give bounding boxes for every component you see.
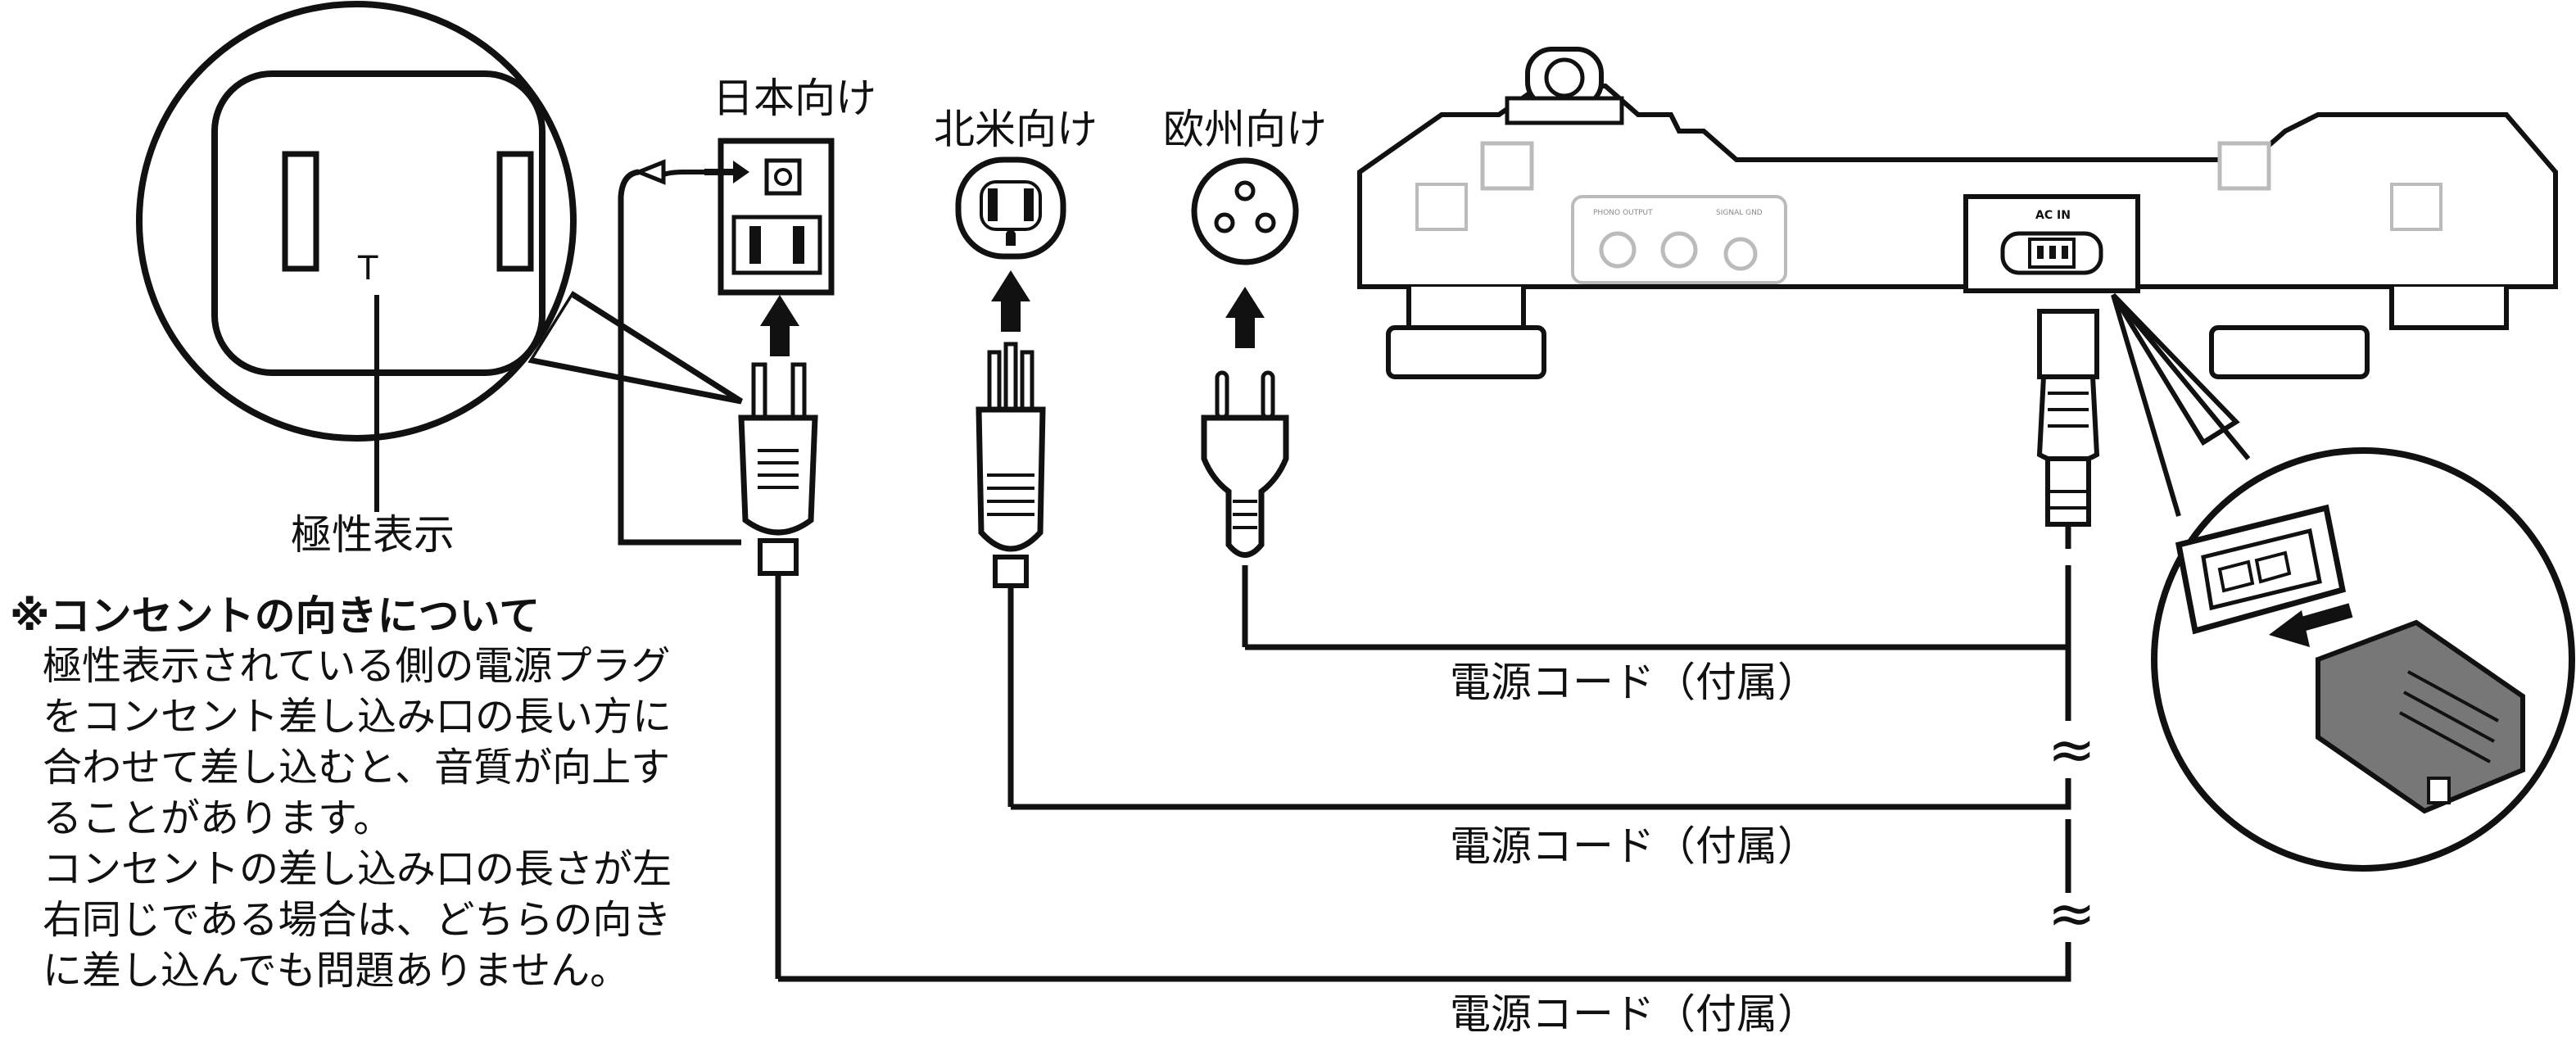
note-line: をコンセント差し込み口の長い方に (43, 694, 672, 740)
note-line: 合わせて差し込むと、音質が向上す (43, 745, 671, 790)
europe-outlet (1191, 157, 1299, 265)
label-power-cord-1: 電源コード（付属） (1450, 659, 1818, 706)
europe-plug (1201, 370, 1289, 647)
japan-outlet (618, 138, 835, 546)
label-polarity: 極性表示 (291, 511, 455, 559)
turntable-rear (1357, 47, 2558, 379)
label-phono-output: PHONO OUTPUT (1593, 209, 1653, 217)
arrow-up-japan (760, 295, 799, 356)
arrow-up-north-america (991, 270, 1030, 332)
label-ac-in: AC IN (2035, 209, 2071, 222)
label-europe: 欧州向け (1163, 106, 1327, 153)
japan-plug (738, 362, 818, 979)
label-power-cord-3: 電源コード（付属） (1450, 990, 1818, 1038)
note-title: ※コンセントの向きについて (10, 592, 541, 640)
north-america-outlet (955, 156, 1066, 260)
north-america-plug (976, 342, 1046, 807)
note-line: 右同じである場合は、どちらの向き (43, 897, 672, 943)
note-line: コンセントの差し込み口の長さが左 (43, 846, 672, 892)
ac-inlet-zoom-callout (2111, 292, 2575, 872)
note-line: に差し込んでも問題ありません。 (43, 948, 630, 994)
arrow-up-europe (1225, 287, 1265, 348)
label-japan: 日本向け (713, 75, 876, 122)
label-north-america: 北米向け (934, 106, 1098, 153)
label-signal-gnd: SIGNAL GND (1716, 209, 1763, 217)
break-mark-2: ≈ (2048, 880, 2096, 947)
polarity-zoom-callout (136, 1, 743, 512)
note-line: 極性表示されている側の電源プラグ (43, 643, 671, 689)
polarity-mark: T (358, 250, 378, 288)
label-power-cord-2: 電源コード（付属） (1450, 822, 1818, 870)
note-line: ることがあります。 (43, 795, 393, 841)
iec-connector (2036, 309, 2100, 549)
power-cords (778, 565, 2071, 982)
break-mark-1: ≈ (2048, 716, 2096, 783)
note-body: 極性表示されている側の電源プラグ をコンセント差し込み口の長い方に 合わせて差し… (43, 641, 672, 996)
